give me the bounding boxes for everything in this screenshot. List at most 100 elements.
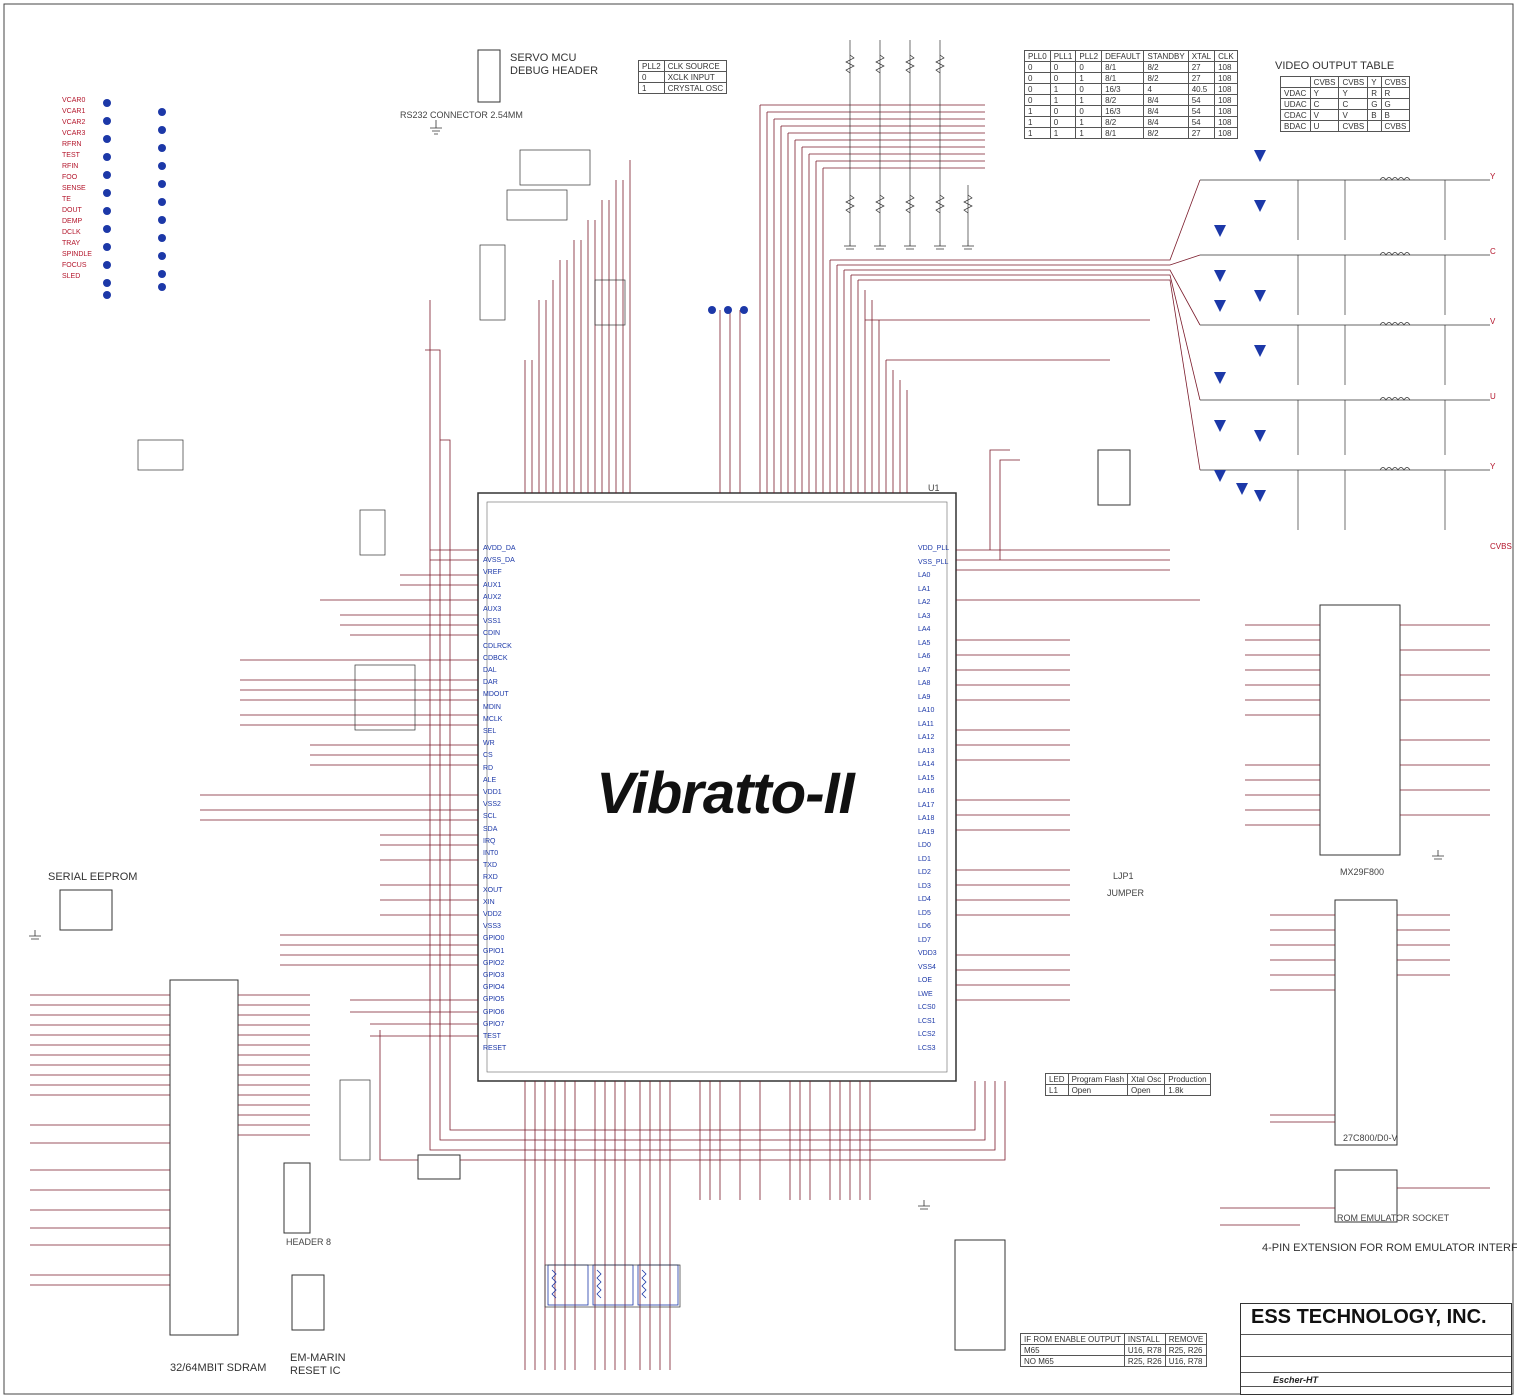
chip-pin-label: RESET — [483, 1045, 507, 1053]
chip-pin-label: VREF — [483, 569, 502, 577]
chip-pin-label: LA10 — [918, 707, 935, 714]
net-label: DEMP — [62, 218, 83, 225]
chip-pin-label: LA15 — [918, 774, 935, 782]
chip-pin-label: LCS0 — [918, 1004, 936, 1011]
chip-pin-label: DAR — [483, 679, 498, 687]
chip-pin-label: RD — [483, 764, 494, 772]
chip-pin-label: XIN — [483, 898, 495, 906]
net-label: VCAR1 — [62, 108, 86, 115]
servo-header-label: SERVO MCU DEBUG HEADER — [510, 52, 599, 77]
chip-pin-label: ALE — [483, 776, 497, 784]
chip-pin-label: GPIO0 — [483, 935, 505, 943]
chip-pin-label: LCS1 — [918, 1017, 936, 1025]
chip-pin-label: AVSS_DA — [483, 557, 515, 565]
chip-pin-label: LA9 — [918, 693, 931, 701]
rom-extension-label: 4-PIN EXTENSION FOR ROM EMULATOR INTERFA… — [1262, 1242, 1517, 1254]
video-net-label: Y — [1490, 462, 1496, 471]
chip-pin-label: GPIO6 — [483, 1008, 505, 1016]
video-output-table-label: VIDEO OUTPUT TABLE — [1275, 60, 1395, 72]
company-name: ESS TECHNOLOGY, INC. — [1251, 1306, 1487, 1328]
chip-pin-label: AUX1 — [483, 581, 502, 589]
chip-pin-label: LA1 — [918, 585, 931, 593]
chip-ref: U1 — [928, 483, 940, 493]
chip-pin-label: LA2 — [918, 599, 931, 606]
chip-pin-label: GPIO1 — [483, 947, 505, 955]
chip-pin-label: LD1 — [918, 855, 931, 863]
chip-pin-label: LA14 — [918, 761, 935, 768]
chip-pin-label: MDOUT — [483, 691, 509, 699]
chip-pin-label: VSS3 — [483, 923, 501, 931]
video-net-label: CVBS — [1490, 542, 1512, 551]
chip-pin-label: VDD1 — [483, 789, 502, 796]
chip-pin-label: LD0 — [918, 842, 931, 849]
net-label: VCAR2 — [62, 119, 86, 126]
chip-pin-label: VDD3 — [918, 950, 937, 957]
chip-pin-label: LA19 — [918, 828, 935, 836]
chip-pin-label: LD3 — [918, 882, 931, 890]
chip-pin-label: VSS4 — [918, 963, 936, 971]
chip-pin-label: VDD_PLL — [918, 545, 950, 552]
chip-pin-label: CDBCK — [483, 654, 508, 662]
video-net-label: C — [1490, 247, 1496, 256]
chip-pin-label: CDIN — [483, 630, 501, 638]
chip-pin-label: VSS1 — [483, 618, 501, 626]
chip-pin-label: VSS2 — [483, 801, 501, 809]
net-label: TE — [62, 196, 71, 203]
net-label: VCAR0 — [62, 97, 86, 104]
serial-eeprom-label: SERIAL EEPROM — [48, 871, 138, 883]
net-label: SENSE — [62, 185, 86, 192]
rom-emulator-label: ROM EMULATOR SOCKET — [1337, 1213, 1450, 1223]
header8-label: HEADER 8 — [286, 1237, 332, 1247]
chip-pin-label: IRQ — [483, 837, 496, 845]
chip-pin-label: LD7 — [918, 936, 931, 944]
chip-pin-label: LCS3 — [918, 1044, 936, 1052]
chip-pin-label: LA17 — [918, 801, 935, 809]
chip-pin-label: GPIO2 — [483, 959, 505, 967]
jumper-label: JUMPER — [1107, 888, 1145, 898]
chip-pin-label: LA18 — [918, 815, 935, 822]
chip-pin-label: TXD — [483, 862, 497, 870]
rom-socket-label: 27C800/D0-V — [1343, 1133, 1398, 1143]
chip-pin-label: LWE — [918, 990, 933, 998]
chip-pin-label: LA16 — [918, 788, 935, 795]
chip-pin-label: RXD — [483, 874, 498, 882]
chip-pin-label: LD4 — [918, 896, 931, 903]
rs232-label: RS232 CONNECTOR 2.54MM — [400, 110, 523, 120]
chip-pin-label: LD5 — [918, 909, 931, 917]
chip-pin-label: LOE — [918, 977, 933, 984]
chip-pin-label: LA6 — [918, 653, 931, 660]
video-net-label: Y — [1490, 172, 1496, 181]
net-label: TRAY — [62, 240, 81, 247]
chip-pin-label: SEL — [483, 728, 497, 735]
chip-pin-label: LD2 — [918, 869, 931, 876]
chip-pin-label: LA12 — [918, 734, 935, 741]
chip-pin-label: XOUT — [483, 886, 503, 894]
chip-pin-label: GPIO3 — [483, 972, 505, 979]
title-block: ESS TECHNOLOGY, INC. Escher-HT — [1240, 1303, 1512, 1395]
net-label: SPINDLE — [62, 251, 92, 258]
reset-ic-label: EM-MARIN RESET IC — [290, 1352, 346, 1377]
chip-pin-label: MCLK — [483, 715, 503, 723]
chip-pin-label: LA3 — [918, 612, 931, 620]
chip-pin-label: GPIO4 — [483, 984, 505, 992]
video-net-label: V — [1490, 317, 1496, 326]
chip-pin-label: CDLRCK — [483, 642, 512, 650]
chip-pin-label: LA13 — [918, 747, 935, 755]
sdram-label: 32/64MBIT SDRAM — [170, 1362, 267, 1374]
chip-pin-label: DAL — [483, 667, 497, 674]
chip-title: Vibratto-II — [596, 761, 855, 826]
flash-label: MX29F800 — [1340, 867, 1385, 877]
chip-pin-label: LA4 — [918, 626, 931, 633]
chip-pin-label: SCL — [483, 813, 497, 821]
chip-pin-label: VSS_PLL — [918, 558, 949, 566]
net-label: FOO — [62, 174, 78, 181]
chip-pin-label: TEST — [483, 1033, 501, 1040]
chip-pin-label: SDA — [483, 825, 498, 833]
chip-pin-label: LA5 — [918, 639, 931, 647]
chip-pin-label: LA7 — [918, 666, 931, 674]
document-name: Escher-HT — [1273, 1375, 1319, 1385]
